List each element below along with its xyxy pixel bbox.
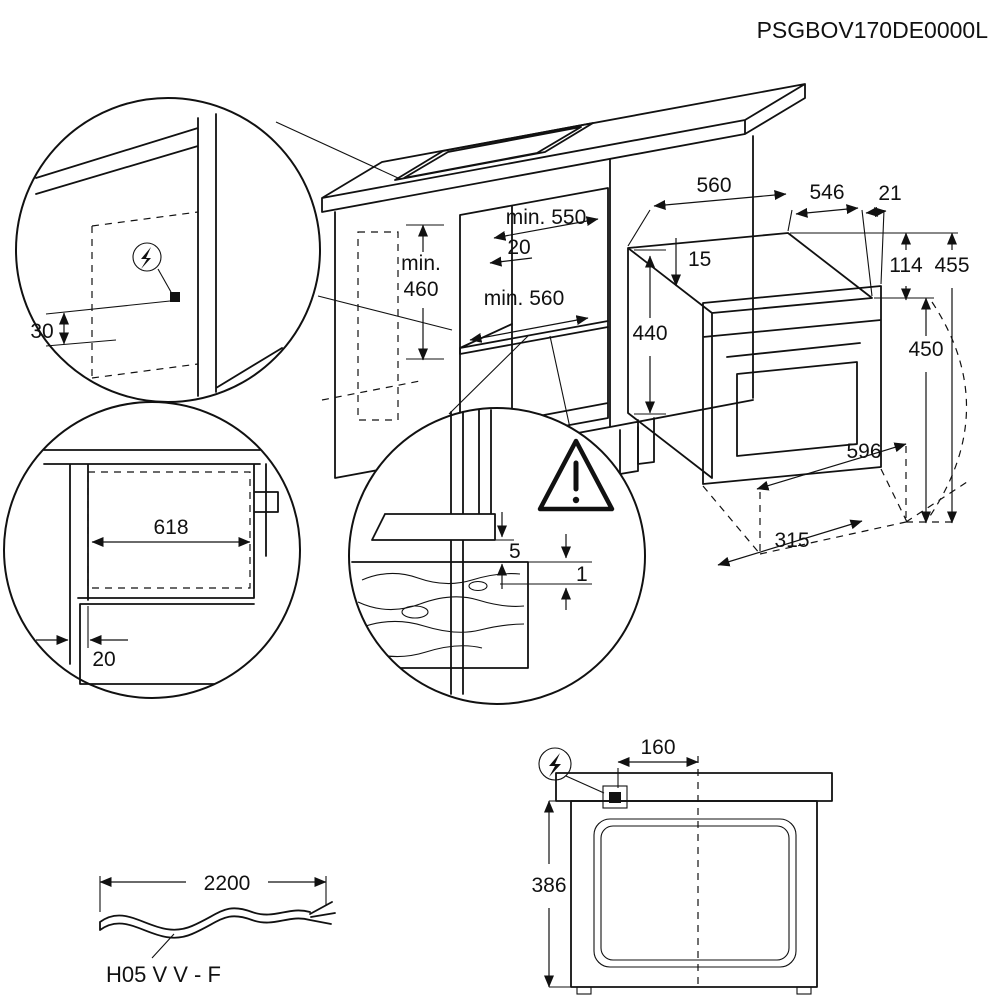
power-cable-view: 2200 H05 V V - F [99,872,336,987]
dim-extension-lines [627,209,958,415]
countertop-cabinet-view: min. 550 20 min. 460 min. 560 [321,83,806,479]
trim-profile [371,409,496,695]
detail-circle-outline [348,407,646,705]
wood-knot [401,605,429,619]
cable-type-label: H05 V V - F [106,962,221,987]
oven-body [627,232,882,485]
back-strip [555,772,833,802]
dim-1-label: 1 [576,563,588,586]
front-dimension-detail-circle: 618 20 [3,401,301,699]
connection-point [170,292,180,302]
oven-door-window [736,361,858,457]
cabinet-back-panel [35,113,283,397]
hob-cutout [394,122,594,181]
dim-niche-width-label: min. 550 [506,206,587,229]
cable-drawing [99,901,336,939]
top-view-diagram: 160 386 [531,736,833,995]
dim-450-label: 450 [908,338,943,361]
oven-dimension-view: 560 546 21 15 114 455 450 440 596 315 [627,174,971,567]
foot-tab [576,986,592,995]
dim-30-label: 30 [30,320,53,343]
foot-tab [796,986,812,995]
dim-386-label: 386 [531,874,566,897]
wood-knot [468,580,488,592]
dim-618-label: 618 [153,516,188,539]
dim-line-596 [756,442,907,491]
cavity-inner-outline [600,825,790,961]
dim-min-label: min. [401,252,441,275]
connection-point [609,792,621,803]
dim-line-546 [795,204,859,218]
dim-546-label: 546 [809,181,844,204]
countertop-outline [321,83,806,213]
dim-20-label: 20 [92,648,115,671]
hidden-niche-outline [87,471,251,589]
dim-315-label: 315 [774,529,809,552]
dim-2200-label: 2200 [204,872,251,895]
connection-leader [565,775,605,794]
cable-type-leader [151,933,175,959]
detail-callout-lines [275,121,571,429]
model-code: PSGBOV170DE0000L [757,17,989,43]
oven-door-handle [726,342,861,358]
dim-reference-lines [495,539,592,585]
dim-114-label: 114 [889,254,923,277]
dim-line-niche-depth [469,315,589,343]
worktop-section [351,561,529,669]
dim-line-560 [653,190,787,210]
detail-circle-outline [15,97,321,403]
dim-596-label: 596 [846,440,881,463]
niche-projection-dashed [702,301,971,555]
dim-niche-depth-label: min. 560 [484,287,565,310]
lightning-icon [538,747,572,781]
dim-niche-height-label: 460 [403,278,438,301]
connection-leader [157,268,172,293]
connection-box [602,785,628,809]
appliance-outline [570,800,818,988]
detail-circle-outline [3,401,301,699]
dim-top-offset-label: 20 [507,236,530,259]
dim-455-label: 455 [934,254,969,277]
dim-560-label: 560 [696,174,731,197]
hidden-lines [91,211,199,379]
dim-reference-lines-30 [45,300,171,347]
lightning-icon [132,242,162,272]
niche-opening [459,187,609,446]
cabinet-outline [334,135,754,479]
electrical-detail-circle: 30 [15,97,321,403]
hidden-cabinet-lines [321,231,421,421]
cavity-outline [593,818,797,968]
dim-440-label: 440 [632,322,667,345]
warning-icon [537,438,615,512]
dim-ticks-2200 [99,876,327,912]
mounting-edge-detail-circle: 5 1 [348,407,646,705]
dim-line-21 [865,206,887,218]
dim-ticks-386 [549,800,571,988]
dim-line-top-offset [489,256,533,267]
dim-line-315 [717,519,863,567]
dim-ticks-niche-height [406,224,444,360]
dim-160-label: 160 [640,736,675,759]
dim-15-label: 15 [688,248,711,271]
dim-5-label: 5 [509,540,521,563]
dim-line-niche-width [493,216,599,241]
dim-21-label: 21 [878,182,901,205]
wood-grain [357,572,525,658]
